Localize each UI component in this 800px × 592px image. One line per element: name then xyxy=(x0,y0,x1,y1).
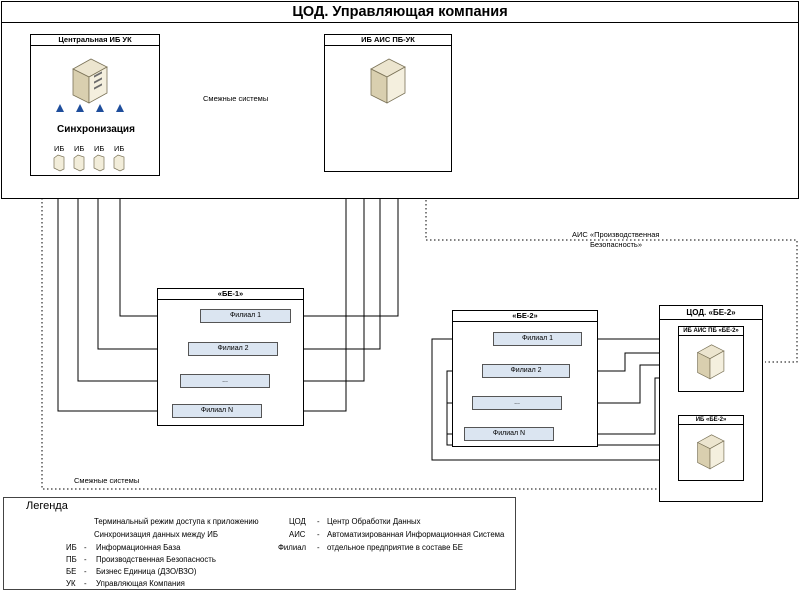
ib-label-4: ИБ xyxy=(114,144,125,153)
be1-branch-1: Филиал 1 xyxy=(200,309,291,323)
be2-title: «БЕ-2» xyxy=(453,311,597,322)
legend-abbr-ais: АИС xyxy=(289,530,306,539)
be1-branch-n: Филиал N xyxy=(172,404,262,418)
server-icon xyxy=(67,55,111,110)
be2-branch-2: Филиал 2 xyxy=(482,364,570,378)
legend-abbr-dc: ЦОД xyxy=(289,517,306,526)
legend-dotted-text: Синхронизация данных между ИБ xyxy=(94,530,218,539)
legend-dash: - xyxy=(317,530,320,539)
legend-box xyxy=(3,497,516,590)
adjacent-systems-label-bottom: Смежные системы xyxy=(74,476,140,485)
legend-dash: - xyxy=(84,543,87,552)
page-title: ЦОД. Управляющая компания xyxy=(2,2,798,23)
server-icon xyxy=(693,340,727,387)
sync-arrows-icon xyxy=(56,104,124,112)
central-ib-title: Центральная ИБ УК xyxy=(31,35,159,46)
legend-text-pb: Производственная Безопасность xyxy=(96,555,216,564)
ib-label-3: ИБ xyxy=(94,144,105,153)
server-icon xyxy=(365,55,409,110)
legend-text-uk: Управляющая Компания xyxy=(96,579,185,588)
be2-branch-n: Филиал N xyxy=(464,427,554,441)
legend-abbr-uk: УК xyxy=(66,579,76,588)
legend-abbr-branch: Филиал xyxy=(278,543,307,552)
legend-abbr-ib: ИБ xyxy=(66,543,77,552)
legend-text-dc: Центр Обработки Данных xyxy=(327,517,421,526)
ais-label-line1: АИС «Производственная xyxy=(572,230,660,239)
ais-label-line2: Безопасность» xyxy=(590,240,643,249)
central-ib-box: Центральная ИБ УК xyxy=(30,34,160,176)
legend-dash: - xyxy=(317,543,320,552)
server-icon xyxy=(693,430,727,477)
ais-pb-uk-box: ИБ АИС ПБ-УК xyxy=(324,34,452,172)
adjacent-systems-label-top: Смежные системы xyxy=(203,94,269,103)
be1-title: «БЕ-1» xyxy=(158,289,303,300)
legend-abbr-be: БЕ xyxy=(66,567,77,576)
legend-title: Легенда xyxy=(26,500,68,512)
ib-label-2: ИБ xyxy=(74,144,85,153)
legend-dash: - xyxy=(317,517,320,526)
legend-text-ais: Автоматизированная Информационная Систем… xyxy=(327,530,505,539)
db-icons xyxy=(53,154,125,172)
be2-branch-1: Филиал 1 xyxy=(493,332,582,346)
sync-label: Синхронизация xyxy=(57,124,135,135)
legend-dash: - xyxy=(84,567,87,576)
be1-branch-3: ... xyxy=(180,374,270,388)
ib-be2-title: ИБ «БЕ-2» xyxy=(679,416,743,425)
ib-label-1: ИБ xyxy=(54,144,65,153)
legend-dash: - xyxy=(84,555,87,564)
be1-branch-2: Филиал 2 xyxy=(188,342,278,356)
legend-solid-text: Терминальный режим доступа к приложению xyxy=(94,517,259,526)
legend-dash: - xyxy=(84,579,87,588)
legend-text-ib: Информационная База xyxy=(96,543,181,552)
ais-pb-uk-title: ИБ АИС ПБ-УК xyxy=(325,35,451,46)
legend-abbr-pb: ПБ xyxy=(66,555,77,564)
ais-be2-title: ИБ АИС ПБ «БЕ-2» xyxy=(679,327,743,336)
dc-be2-title: ЦОД. «БЕ-2» xyxy=(660,306,762,320)
legend-text-branch: отдельное предприятие в составе БЕ xyxy=(327,543,463,552)
be2-branch-3: ... xyxy=(472,396,562,410)
legend-text-be: Бизнес Единица (ДЗО/ВЗО) xyxy=(96,567,197,576)
